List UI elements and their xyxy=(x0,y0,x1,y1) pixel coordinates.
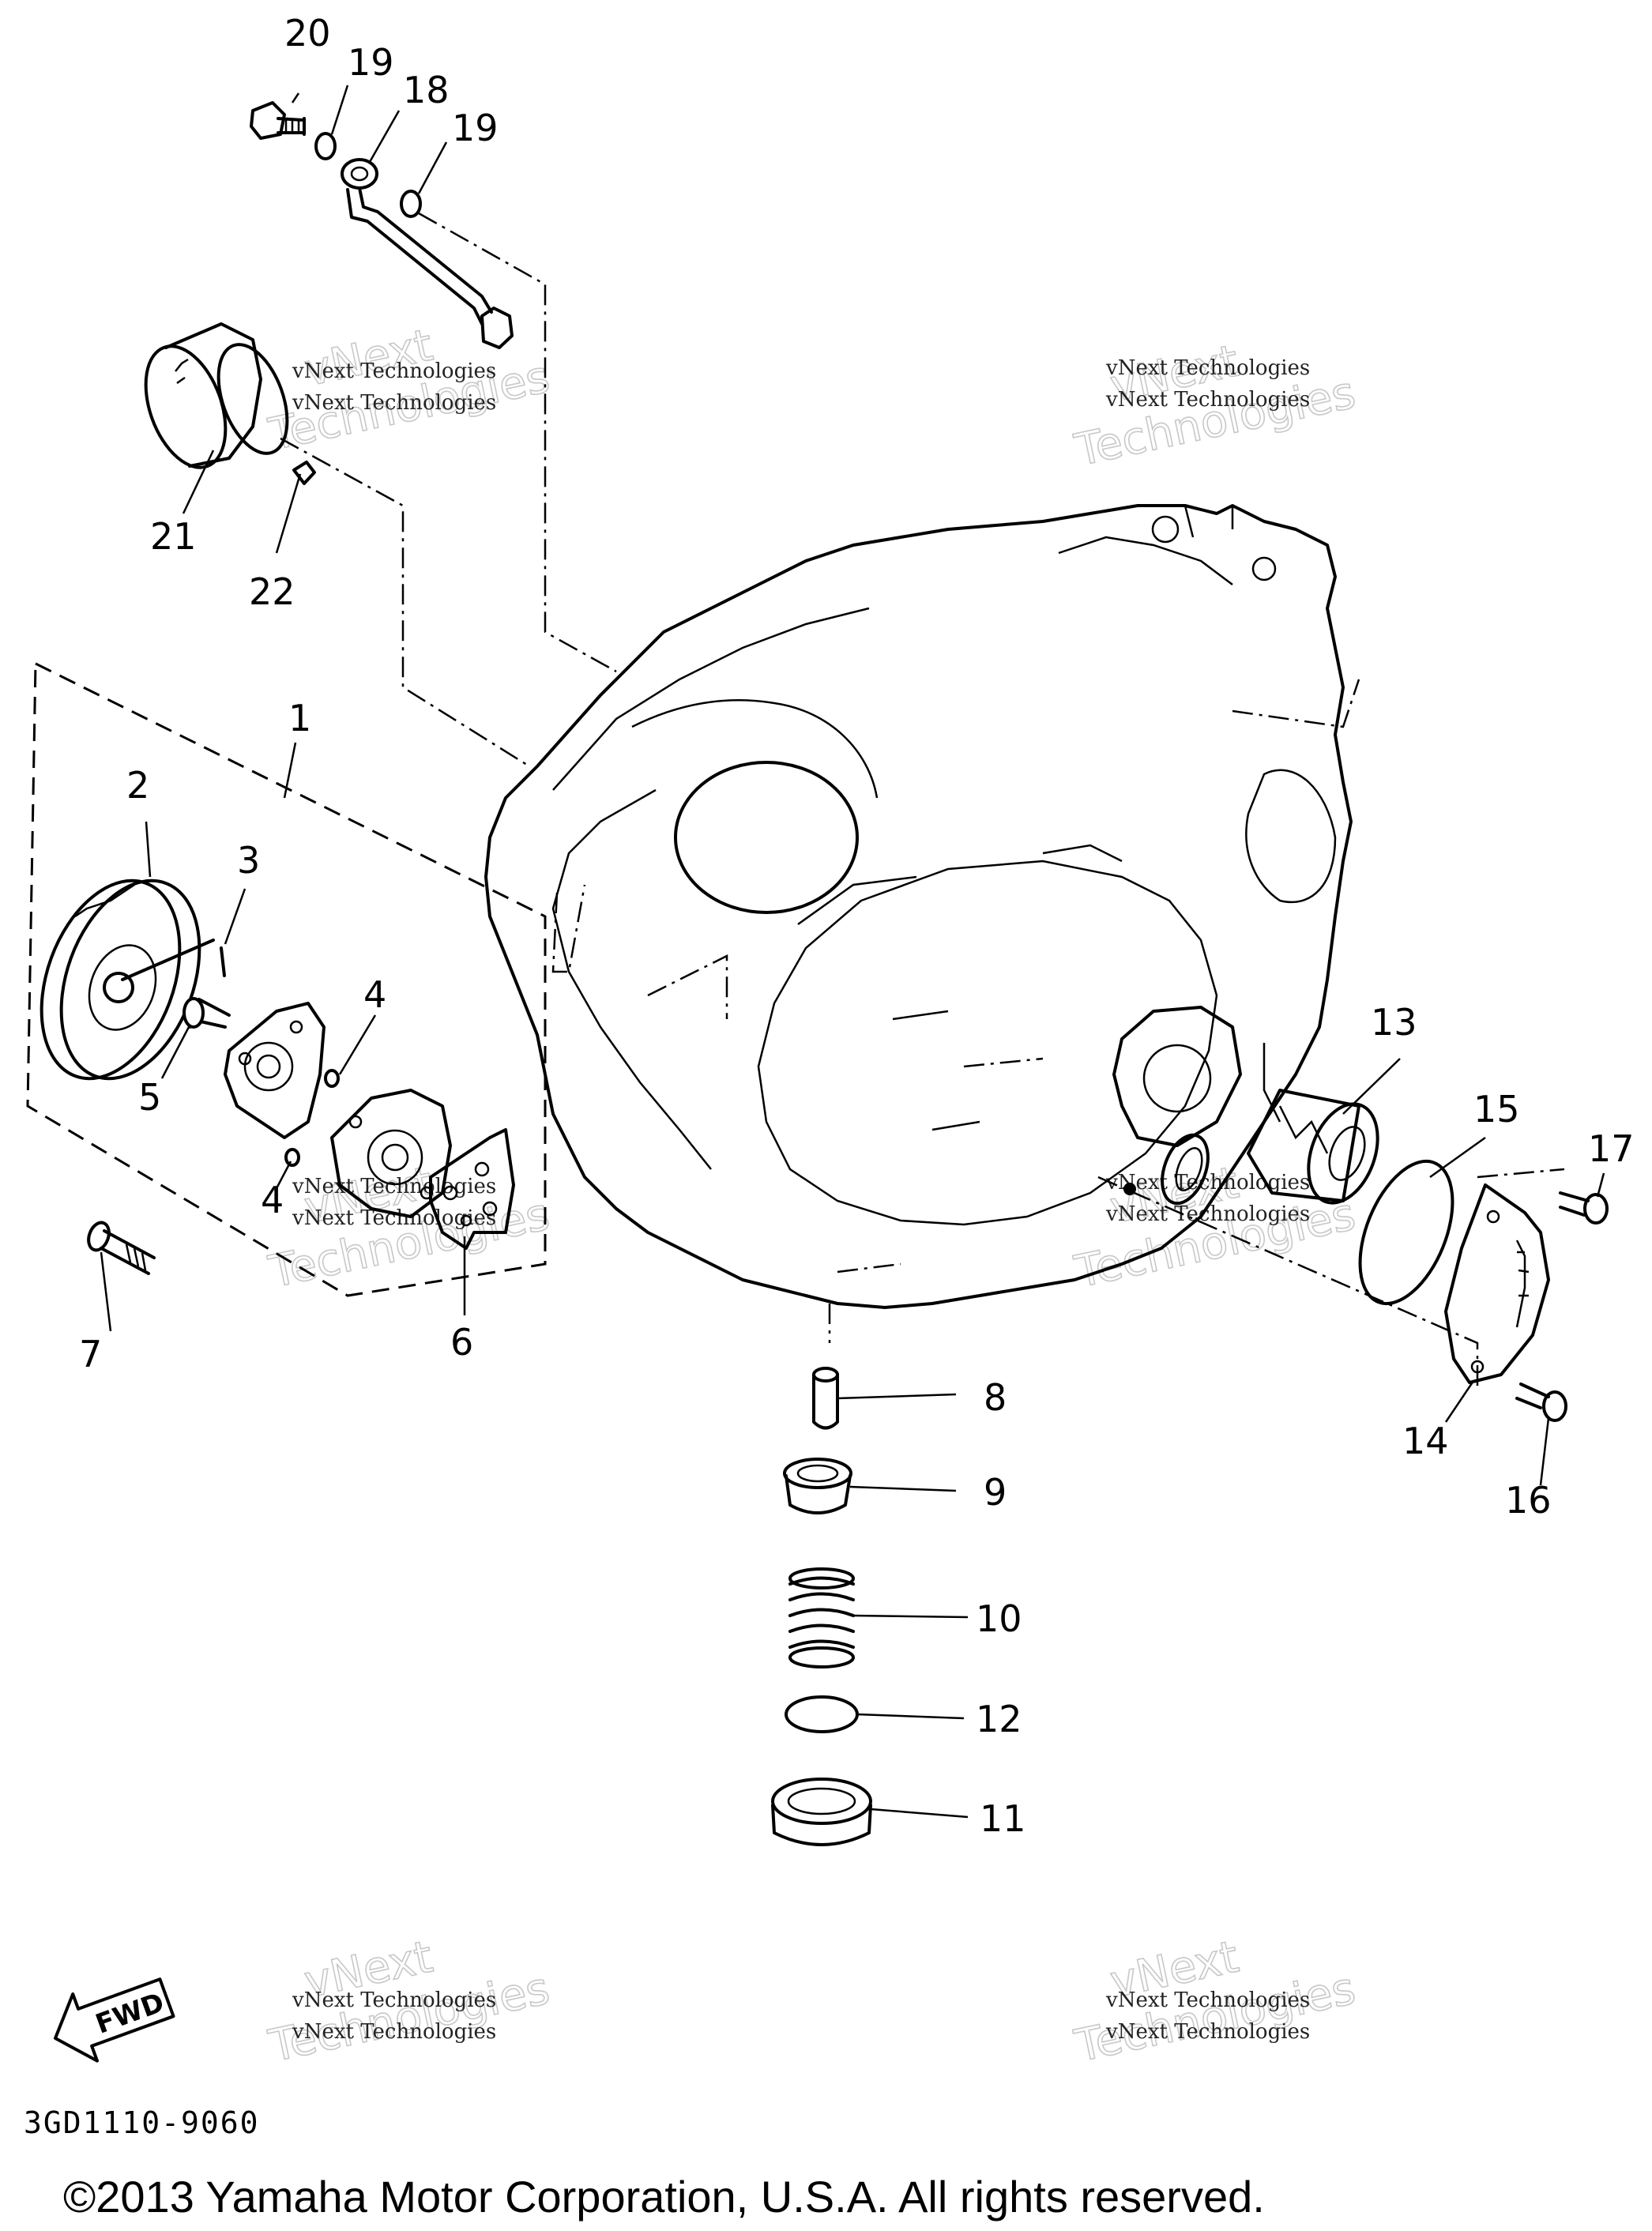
callout-20: 20 xyxy=(284,12,331,55)
washer-19-lower xyxy=(400,190,422,218)
o-ring-15 xyxy=(1358,1159,1454,1306)
callout-22: 22 xyxy=(249,570,295,613)
callout-10: 10 xyxy=(976,1597,1022,1640)
washer-19-upper xyxy=(314,132,337,160)
bolt-20 xyxy=(250,101,306,140)
watermark-caption: vNext Technologies xyxy=(1105,1171,1310,1195)
watermark-caption: vNext Technologies xyxy=(1105,2020,1310,2044)
drawing-code: 3GD1110-9060 xyxy=(24,2105,260,2140)
pin-3 xyxy=(220,946,226,977)
callout-4-upper: 4 xyxy=(363,973,386,1016)
callout-2: 2 xyxy=(126,764,149,807)
callout-19-upper: 19 xyxy=(348,41,394,84)
callout-9: 9 xyxy=(984,1471,1007,1514)
plunger-8 xyxy=(812,1367,839,1430)
callout-19-lower: 19 xyxy=(452,107,499,149)
callout-3: 3 xyxy=(237,839,260,882)
oil-pump-assembly-outline xyxy=(26,661,547,1297)
spring-10 xyxy=(788,1567,855,1669)
crankcase xyxy=(484,504,1353,1309)
watermark-caption: vNext Technologies xyxy=(292,1175,496,1198)
watermark-caption: vNext Technologies xyxy=(292,391,496,415)
filter-gasket xyxy=(1112,1006,1242,1195)
callout-17: 17 xyxy=(1588,1127,1635,1170)
callout-14: 14 xyxy=(1402,1420,1449,1462)
watermark-caption: vNext Technologies xyxy=(292,2020,496,2044)
callout-15: 15 xyxy=(1473,1088,1520,1131)
oil-pump-gear xyxy=(40,878,215,1081)
assembly-guide-lines xyxy=(280,212,1565,1390)
callout-labels: 20 19 18 19 21 22 1 2 3 4 5 4 6 7 8 9 10… xyxy=(79,12,1635,1840)
callout-12: 12 xyxy=(976,1698,1022,1740)
screw-5 xyxy=(183,997,231,1029)
bolt-7 xyxy=(87,1221,156,1275)
callout-1: 1 xyxy=(288,697,311,739)
woodruff-key-22 xyxy=(292,461,316,485)
filter-cover-14 xyxy=(1444,1183,1550,1384)
copyright-notice: ©2013 Yamaha Motor Corporation, U.S.A. A… xyxy=(63,2172,1265,2222)
callout-21: 21 xyxy=(150,515,197,558)
callout-16: 16 xyxy=(1505,1479,1552,1522)
callout-5: 5 xyxy=(138,1076,161,1119)
callout-13: 13 xyxy=(1371,1001,1417,1044)
watermark-caption: vNext Technologies xyxy=(292,359,496,383)
callout-18: 18 xyxy=(403,69,450,111)
bolt-17 xyxy=(1559,1191,1609,1225)
watermark-caption: vNext Technologies xyxy=(292,1988,496,2012)
bolt-16 xyxy=(1515,1383,1567,1422)
dowel-pin-lower xyxy=(284,1148,300,1167)
dowel-pin-upper xyxy=(324,1069,340,1088)
callout-8: 8 xyxy=(984,1376,1007,1419)
watermark-caption: vNext Technologies xyxy=(1105,388,1310,412)
o-ring-12 xyxy=(785,1695,859,1733)
pump-cover-6 xyxy=(429,1128,515,1250)
fitting-9 xyxy=(783,1458,852,1514)
rotor-housing xyxy=(224,1002,326,1139)
oil-filter-13 xyxy=(1247,1089,1379,1205)
fwd-arrow: FWD xyxy=(54,1977,175,2063)
gear-21 xyxy=(144,322,289,469)
oil-pipe-18 xyxy=(341,158,514,349)
watermark-caption: vNext Technologies xyxy=(292,1206,496,1230)
watermark-mid-left: vNext Technologies xyxy=(264,1157,555,1299)
callout-7: 7 xyxy=(79,1333,102,1375)
watermark-caption: vNext Technologies xyxy=(1105,356,1310,380)
callout-6: 6 xyxy=(450,1321,473,1364)
filter-seat xyxy=(1161,1133,1210,1206)
callout-4-lower: 4 xyxy=(261,1179,284,1221)
callout-11: 11 xyxy=(980,1797,1026,1840)
watermark-caption: vNext Technologies xyxy=(1105,1988,1310,2012)
leader-lines xyxy=(100,85,1605,1819)
plug-11 xyxy=(771,1778,872,1846)
